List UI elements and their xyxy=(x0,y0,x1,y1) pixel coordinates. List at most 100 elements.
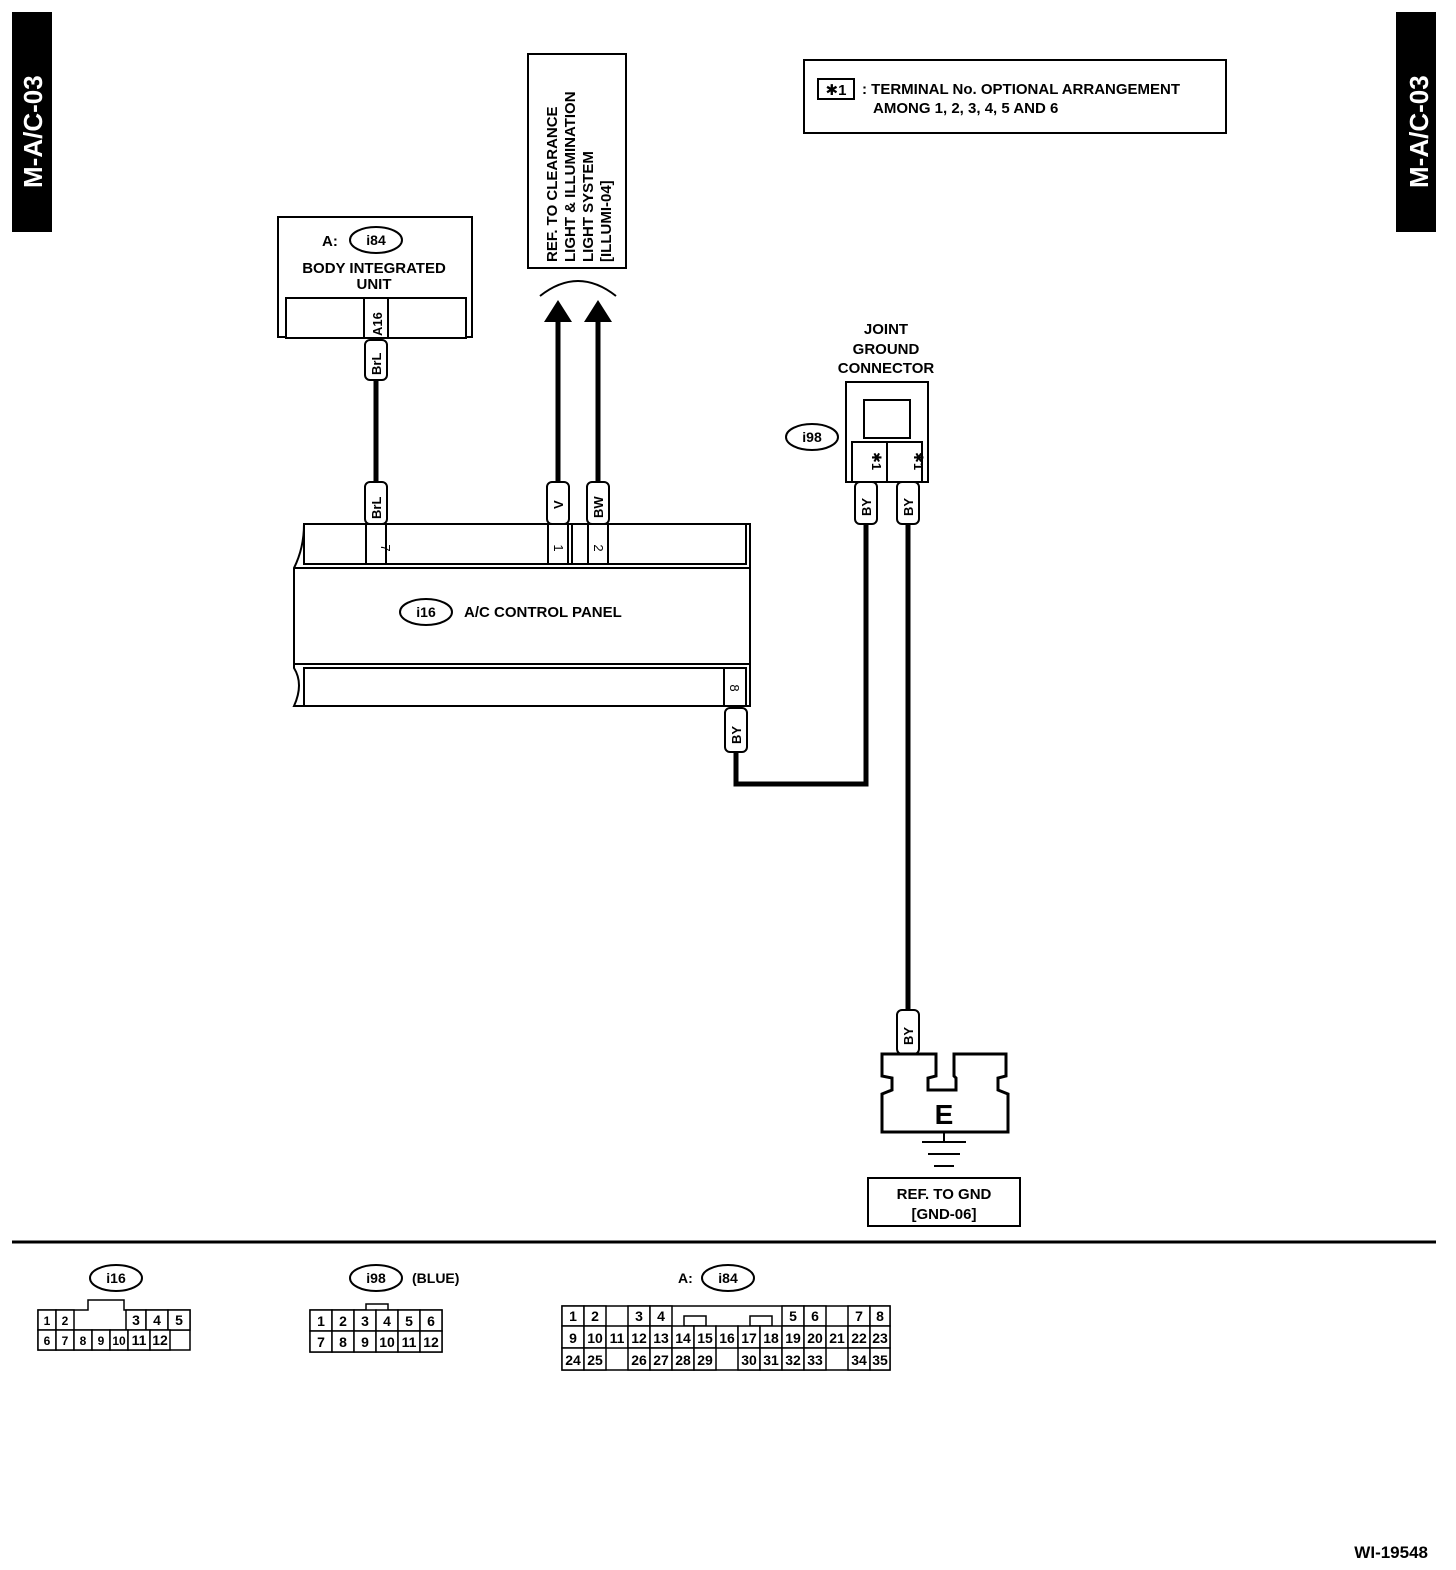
pin-number: 7 xyxy=(855,1308,863,1324)
pin-number: 31 xyxy=(763,1352,779,1368)
wire-tag-by-ground: BY xyxy=(896,1009,920,1055)
pin-number: 35 xyxy=(872,1352,888,1368)
pin-number: 34 xyxy=(851,1352,867,1368)
ref-clearance-line3: LIGHT SYSTEM xyxy=(580,151,597,262)
pin-cell xyxy=(419,1330,443,1353)
pin-number: 1 xyxy=(569,1308,577,1324)
pin-number: 5 xyxy=(175,1312,183,1328)
pin-number: 25 xyxy=(587,1352,603,1368)
pin-number: 10 xyxy=(587,1330,603,1346)
pin-cell xyxy=(869,1347,891,1371)
pin-number: 2 xyxy=(339,1313,347,1329)
pin-cell xyxy=(583,1347,607,1371)
panel-connector: i16 xyxy=(416,604,436,620)
pin-number: 14 xyxy=(675,1330,691,1346)
body-unit-connector: i84 xyxy=(366,232,386,248)
ground-symbol-letter: E xyxy=(935,1099,954,1130)
wire-tag-v: V xyxy=(546,481,570,525)
page-tab-right-label: M-A/C-03 xyxy=(1404,75,1434,188)
pin-number: 21 xyxy=(829,1330,845,1346)
ref-gnd-box: REF. TO GND [GND-06] xyxy=(867,1177,1021,1227)
pin-number: 8 xyxy=(339,1334,347,1350)
joint-connector-id: i98 xyxy=(802,429,822,445)
pin-number: 9 xyxy=(361,1334,369,1350)
pin-cell xyxy=(803,1347,827,1371)
pin-number: 6 xyxy=(427,1313,435,1329)
svg-text:V: V xyxy=(551,500,566,509)
page-tab-left: M-A/C-03 xyxy=(12,12,52,232)
body-unit-title-line2: UNIT xyxy=(357,276,392,293)
pin-number: 27 xyxy=(653,1352,669,1368)
pin-number: 7 xyxy=(317,1334,325,1350)
panel-terminal-2: 2 xyxy=(591,544,606,551)
svg-text:BW: BW xyxy=(591,496,606,518)
pin-number: 8 xyxy=(876,1308,884,1324)
pin-cell xyxy=(167,1309,191,1331)
svg-text:BY: BY xyxy=(859,498,874,516)
pin-number: 1 xyxy=(44,1314,51,1328)
earth-icon xyxy=(922,1132,966,1167)
ref-clearance-line4: [ILLUMI-04] xyxy=(598,180,615,262)
pin-number: 3 xyxy=(361,1313,369,1329)
panel-terminal-1: 1 xyxy=(551,544,566,551)
pin-number: 33 xyxy=(807,1352,823,1368)
pin-number: 22 xyxy=(851,1330,867,1346)
pin-number: 3 xyxy=(132,1312,140,1328)
body-integrated-unit: A: i84 BODY INTEGRATED UNIT A16 xyxy=(277,216,473,339)
pin-number: 16 xyxy=(719,1330,735,1346)
joint-title-line3: CONNECTOR xyxy=(838,360,935,377)
note-line1: : TERMINAL No. OPTIONAL ARRANGEMENT xyxy=(862,81,1180,98)
pin-number: 3 xyxy=(635,1308,643,1324)
pin-number: 12 xyxy=(423,1334,439,1350)
ground-terminal: E xyxy=(880,1052,1010,1134)
arrow-v-icon xyxy=(544,300,572,322)
page-tab-left-label: M-A/C-03 xyxy=(18,75,48,188)
legend-i84-prefix: A: xyxy=(678,1270,693,1286)
legend-i84-connector: i84 xyxy=(718,1270,738,1286)
pin-number: 2 xyxy=(62,1314,69,1328)
pin-number: 8 xyxy=(80,1334,87,1348)
pin-number: 6 xyxy=(811,1308,819,1324)
svg-text:BY: BY xyxy=(901,498,916,516)
joint-term-2: ✱1 xyxy=(911,452,926,470)
arrow-bw-icon xyxy=(584,300,612,322)
joint-title-line1: JOINT xyxy=(864,321,908,338)
pin-number: 6 xyxy=(44,1334,51,1348)
ref-gnd-line1: REF. TO GND xyxy=(897,1186,992,1203)
pin-number: 19 xyxy=(785,1330,801,1346)
joint-term-1: ✱1 xyxy=(869,452,884,470)
ref-clearance-box: REF. TO CLEARANCE LIGHT & ILLUMINATION L… xyxy=(527,53,627,269)
ref-clearance-line2: LIGHT & ILLUMINATION xyxy=(562,91,579,262)
panel-terminal-7: 7 xyxy=(378,544,393,551)
wire-tag-bw: BW xyxy=(586,481,610,525)
joint-ground-connector: JOINT GROUND CONNECTOR ✱1 ✱1 i98 xyxy=(785,321,935,483)
svg-text:BrL: BrL xyxy=(369,497,384,519)
pin-number: 26 xyxy=(631,1352,647,1368)
figure-id: WI-19548 xyxy=(1354,1543,1428,1562)
pin-cell xyxy=(149,1329,171,1351)
panel-title: A/C CONTROL PANEL xyxy=(464,604,622,621)
pin-number: 32 xyxy=(785,1352,801,1368)
pin-number: 30 xyxy=(741,1352,757,1368)
pin-number: 9 xyxy=(98,1334,105,1348)
pin-number: 17 xyxy=(741,1330,757,1346)
wire-by-panel xyxy=(733,524,869,787)
panel-terminal-8: 8 xyxy=(727,684,742,691)
pin-number: 15 xyxy=(697,1330,713,1346)
ref-clearance-line1: REF. TO CLEARANCE xyxy=(544,106,561,262)
pin-number: 10 xyxy=(112,1334,126,1348)
pin-number: 11 xyxy=(132,1332,147,1348)
wire-tag-brl: BrL xyxy=(364,481,388,525)
pin-number: 20 xyxy=(807,1330,823,1346)
pin-number: 13 xyxy=(653,1330,669,1346)
pin-number: 9 xyxy=(569,1330,577,1346)
pin-number: 5 xyxy=(789,1308,797,1324)
pin-number: 12 xyxy=(152,1332,168,1348)
wire-tag-by-panel: BY xyxy=(724,707,748,753)
legend-i16-connector: i16 xyxy=(106,1270,126,1286)
ac-control-panel: 7 1 2 8 i16 A/C CONTROL PANEL xyxy=(292,523,751,707)
terminal-note: ✱1 : TERMINAL No. OPTIONAL ARRANGEMENT A… xyxy=(803,59,1227,134)
